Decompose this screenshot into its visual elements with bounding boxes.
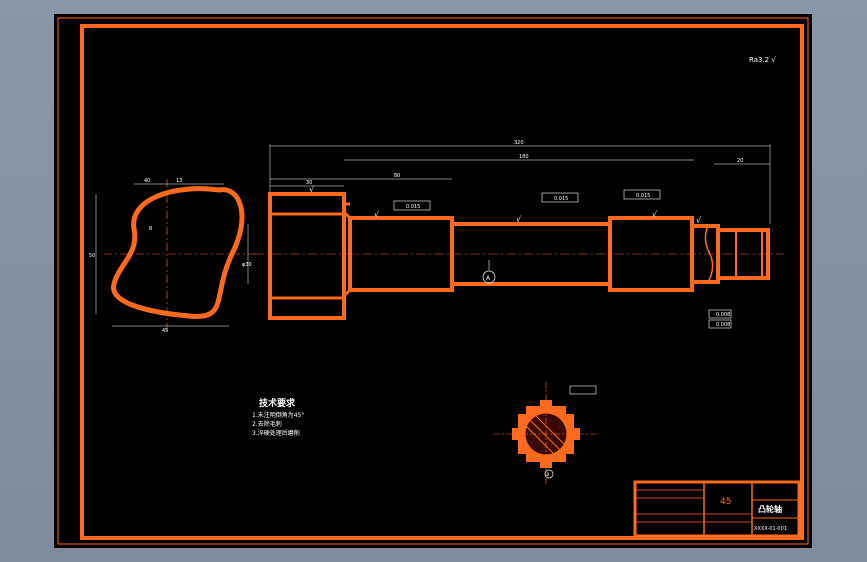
spline-section-view: B bbox=[494, 382, 599, 486]
svg-text:80: 80 bbox=[394, 173, 400, 179]
title-part-name: 凸轮轴 bbox=[758, 504, 782, 514]
tech-item-3: 3.淬硬处理后磨削 bbox=[252, 429, 300, 437]
cam-profile-view: 40 13 50 45 8 φ30 bbox=[89, 178, 259, 334]
tech-item-2: 2.去除毛刺 bbox=[252, 420, 282, 428]
length-dimensions: 320 180 80 30 20 bbox=[269, 140, 771, 224]
title-material: 45 bbox=[720, 497, 731, 507]
outer-border bbox=[57, 17, 809, 545]
shaft-main-view: √ √ √ √ √ 0.015 0.015 0.015 0.008 0.008 bbox=[254, 185, 784, 329]
svg-text:180: 180 bbox=[519, 154, 529, 160]
technical-requirements: 技术要求 1.未注明倒角为45° 2.去除毛刺 3.淬硬处理后磨削 bbox=[252, 397, 304, 437]
svg-text:20: 20 bbox=[737, 158, 743, 164]
svg-text:√: √ bbox=[309, 185, 315, 194]
svg-text:√: √ bbox=[696, 216, 702, 225]
svg-text:50: 50 bbox=[89, 253, 95, 259]
svg-text:0.015: 0.015 bbox=[406, 204, 420, 210]
svg-text:0.015: 0.015 bbox=[554, 196, 568, 202]
svg-text:30: 30 bbox=[306, 180, 312, 186]
svg-text:0.008: 0.008 bbox=[716, 322, 730, 328]
roughness-symbol: Ra3.2 √ bbox=[749, 56, 776, 64]
title-drawing-number: XXXX-01-001 bbox=[754, 526, 787, 532]
svg-text:√: √ bbox=[374, 210, 380, 219]
drawing-canvas: Ra3.2 √ 40 13 50 45 8 φ30 bbox=[57, 17, 809, 545]
svg-text:φ30: φ30 bbox=[242, 262, 252, 268]
sheet-border bbox=[80, 24, 804, 540]
tech-heading: 技术要求 bbox=[259, 397, 296, 409]
svg-text:A: A bbox=[486, 275, 491, 282]
svg-text:√: √ bbox=[652, 210, 658, 219]
svg-text:0.008: 0.008 bbox=[716, 312, 730, 318]
svg-text:320: 320 bbox=[514, 140, 524, 146]
svg-text:Ra3.2 √: Ra3.2 √ bbox=[749, 56, 776, 64]
svg-text:45: 45 bbox=[162, 328, 168, 334]
svg-text:√: √ bbox=[516, 215, 522, 224]
svg-text:8: 8 bbox=[149, 226, 152, 232]
svg-text:B: B bbox=[547, 472, 550, 477]
svg-text:13: 13 bbox=[176, 178, 182, 184]
title-block: 45 凸轮轴 XXXX-01-001 bbox=[633, 480, 801, 538]
svg-text:0.015: 0.015 bbox=[636, 193, 650, 199]
drawing-sheet: Ra3.2 √ 40 13 50 45 8 φ30 bbox=[54, 14, 812, 548]
svg-text:40: 40 bbox=[144, 178, 150, 184]
tech-item-1: 1.未注明倒角为45° bbox=[252, 411, 304, 419]
